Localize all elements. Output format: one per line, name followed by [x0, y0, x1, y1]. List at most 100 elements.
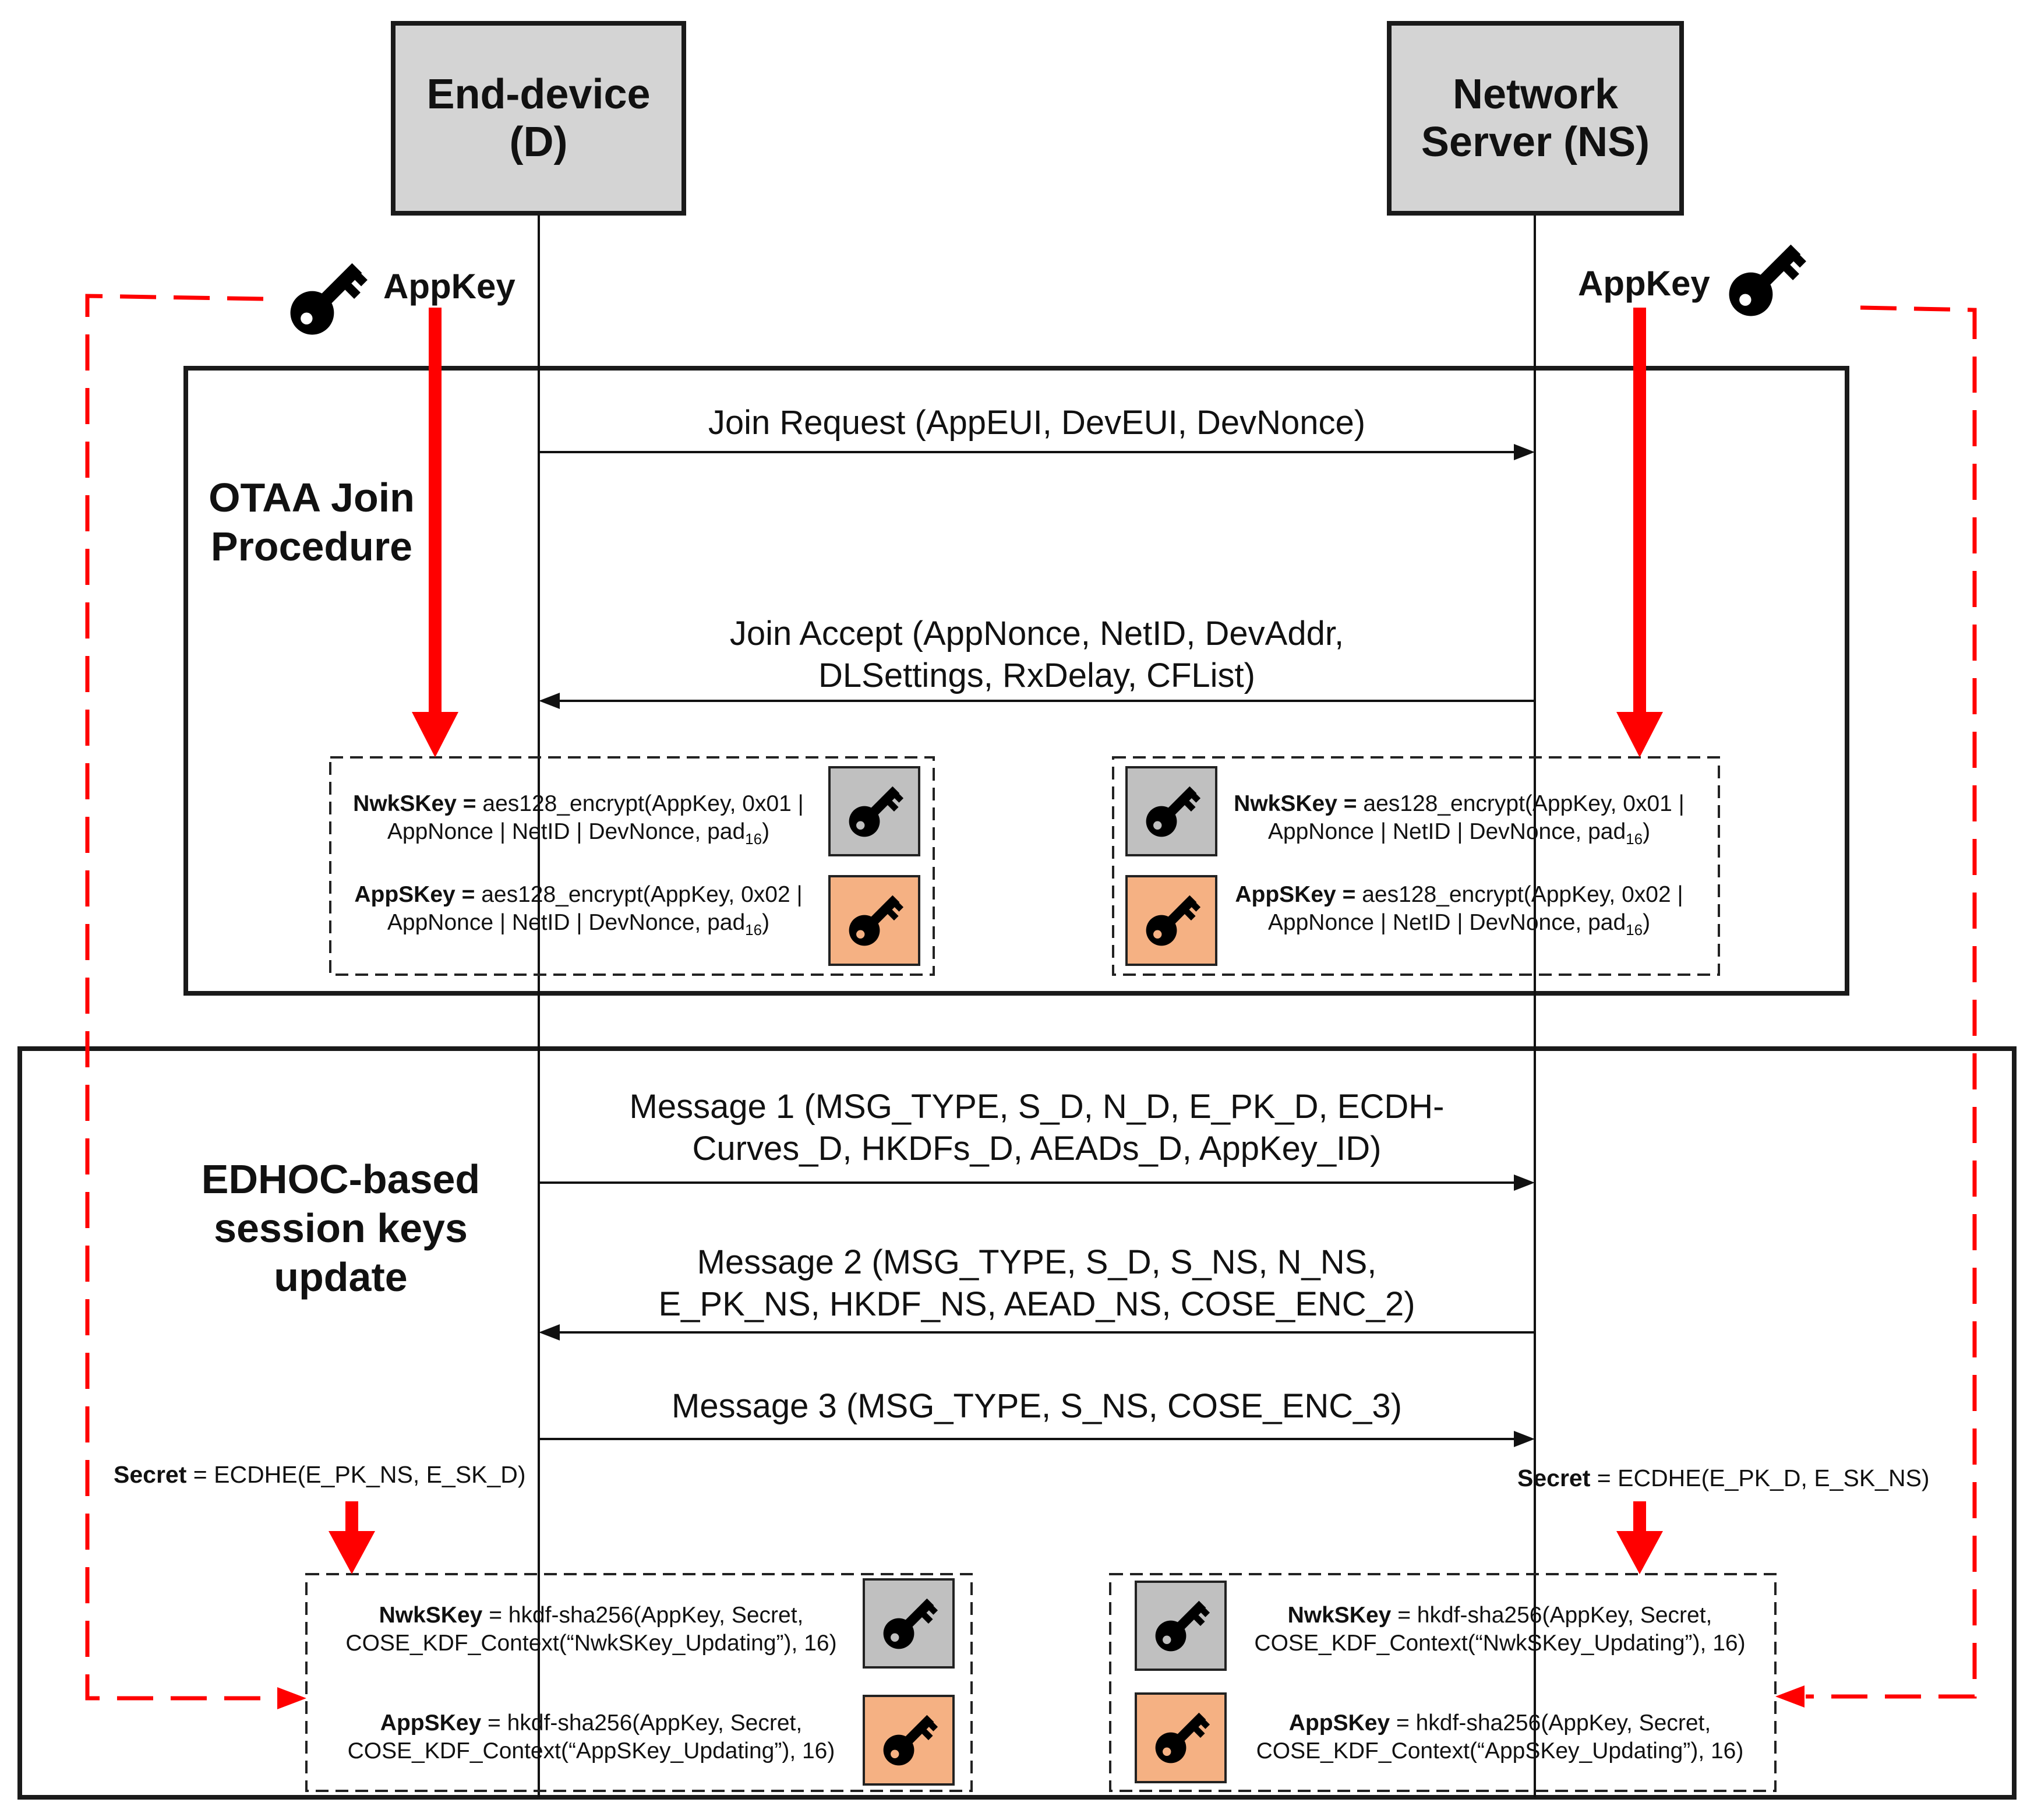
server-actor-box: Network Server (NS) [1387, 21, 1684, 216]
edhoc-server-keys-box [1109, 1573, 1777, 1792]
otaa-device-nwkskey-formula: NwkSKey = aes128_encrypt(AppKey, 0x01 | … [337, 790, 820, 853]
edhoc-title: EDHOC-based session keys update [201, 1156, 481, 1300]
equals-sign: = [1336, 882, 1362, 907]
red-arrow-left-secret [329, 1501, 375, 1574]
nwkskey-tile-otaa-server [1125, 766, 1217, 856]
key-icon [1146, 786, 1201, 837]
nwkskey-tile-edhoc-device [863, 1578, 955, 1669]
join-request-arrow [539, 444, 1535, 460]
nwkskey-name: NwkSKey [353, 791, 457, 816]
appskey-tile-edhoc-device [863, 1695, 955, 1786]
join-accept-arrow [539, 693, 1535, 709]
appskey-expr-line2: COSE_KDF_Context(“AppSKey_Updating”), 16… [1256, 1738, 1744, 1763]
device-actor-box: End-device (D) [391, 21, 686, 216]
edhoc-frame [17, 1046, 2017, 1800]
secret-left-formula: Secret = ECDHE(E_PK_NS, E_SK_D) [114, 1461, 526, 1489]
secret-right-formula: Secret = ECDHE(E_PK_D, E_SK_NS) [1517, 1465, 1930, 1492]
appskey-expr-line1: aes128_encrypt(AppKey, 0x02 | [481, 882, 803, 907]
nwkskey-expr-line2: AppNonce | NetID | DevNonce, pad [387, 819, 746, 844]
message2-label: Message 2 (MSG_TYPE, S_D, S_NS, N_NS, E_… [658, 1243, 1415, 1323]
appskey-name: AppSKey [1288, 1710, 1390, 1736]
otaa-title: OTAA Join Procedure [209, 475, 415, 569]
secret-name: Secret [114, 1461, 187, 1488]
secret-name: Secret [1517, 1465, 1591, 1491]
close-paren: ) [762, 910, 770, 935]
appskey-expr-line2: AppNonce | NetID | DevNonce, pad [387, 910, 746, 935]
otaa-frame [183, 366, 1849, 996]
secret-right-expr: ECDHE(E_PK_D, E_SK_NS) [1618, 1465, 1930, 1491]
pad-subscript: 16 [1626, 830, 1643, 848]
equals-sign: = [1337, 791, 1364, 816]
nwkskey-expr-line1: aes128_encrypt(AppKey, 0x01 | [482, 791, 804, 816]
message1-label: Message 1 (MSG_TYPE, S_D, N_D, E_PK_D, E… [629, 1088, 1445, 1168]
appskey-expr-line1: aes128_encrypt(AppKey, 0x02 | [1362, 882, 1683, 907]
equals-sign: = [456, 791, 483, 816]
key-icon [1155, 1712, 1210, 1763]
edhoc-device-appskey-formula: AppSKey = hkdf-sha256(AppKey, Secret, CO… [315, 1709, 868, 1765]
nwkskey-name: NwkSKey [1234, 791, 1337, 816]
key-icon [1146, 895, 1201, 946]
otaa-server-appskey-formula: AppSKey = aes128_encrypt(AppKey, 0x02 | … [1217, 881, 1701, 944]
pad-subscript: 16 [1626, 920, 1643, 939]
appkey-right-label: AppKey [1578, 264, 1710, 303]
appskey-tile-otaa-device [828, 875, 920, 966]
pad-subscript: 16 [745, 830, 762, 848]
close-paren: ) [762, 819, 770, 844]
close-paren: ) [1643, 819, 1651, 844]
red-arrow-right-appkey [1616, 308, 1663, 757]
red-dashed-path-right [1775, 305, 1977, 1708]
nwkskey-expr-line2: AppNonce | NetID | DevNonce, pad [1267, 819, 1626, 844]
nwkskey-expr-line1: aes128_encrypt(AppKey, 0x01 | [1363, 791, 1685, 816]
nwkskey-tile-edhoc-server [1135, 1581, 1227, 1671]
appskey-expr-line1: = hkdf-sha256(AppKey, Secret, [481, 1710, 803, 1736]
nwkskey-expr-line2: COSE_KDF_Context(“NwkSKey_Updating”), 16… [345, 1631, 837, 1656]
equals-sign: = [455, 882, 482, 907]
appskey-expr-line2: AppNonce | NetID | DevNonce, pad [1267, 910, 1626, 935]
message3-label: Message 3 (MSG_TYPE, S_NS, COSE_ENC_3) [672, 1387, 1402, 1425]
message1-arrow [539, 1174, 1535, 1191]
server-actor-label: Network Server (NS) [1421, 71, 1650, 165]
message2-arrow [539, 1324, 1535, 1341]
key-icon [1155, 1600, 1210, 1651]
edhoc-device-nwkskey-formula: NwkSKey = hkdf-sha256(AppKey, Secret, CO… [315, 1602, 868, 1657]
appkey-left-label: AppKey [383, 267, 515, 306]
otaa-server-keys-box [1112, 756, 1720, 976]
appskey-name: AppSKey [354, 882, 455, 907]
appskey-name: AppSKey [1235, 882, 1336, 907]
nwkskey-expr-line1: = hkdf-sha256(AppKey, Secret, [482, 1603, 804, 1628]
nwkskey-expr-line2: COSE_KDF_Context(“NwkSKey_Updating”), 16… [1254, 1631, 1746, 1656]
otaa-server-nwkskey-formula: NwkSKey = aes128_encrypt(AppKey, 0x01 | … [1217, 790, 1701, 853]
nwkskey-tile-otaa-device [828, 766, 920, 856]
equals-sign: = [1590, 1465, 1618, 1491]
appskey-expr-line2: COSE_KDF_Context(“AppSKey_Updating”), 16… [347, 1738, 835, 1763]
red-arrow-right-secret [1616, 1501, 1663, 1574]
device-actor-label: End-device (D) [426, 71, 651, 165]
pad-subscript: 16 [745, 920, 762, 939]
edhoc-server-appskey-formula: AppSKey = hkdf-sha256(AppKey, Secret, CO… [1229, 1709, 1771, 1765]
key-icon [271, 249, 382, 348]
nwkskey-expr-line1: = hkdf-sha256(AppKey, Secret, [1391, 1603, 1712, 1628]
edhoc-device-keys-box [305, 1573, 973, 1792]
edhoc-server-nwkskey-formula: NwkSKey = hkdf-sha256(AppKey, Secret, CO… [1229, 1602, 1771, 1657]
appskey-expr-line1: = hkdf-sha256(AppKey, Secret, [1390, 1710, 1711, 1736]
nwkskey-name: NwkSKey [1287, 1603, 1392, 1628]
appskey-tile-edhoc-server [1135, 1692, 1227, 1783]
join-accept-label: Join Accept (AppNonce, NetID, DevAddr, D… [729, 615, 1344, 694]
join-request-label: Join Request (AppEUI, DevEUI, DevNonce) [708, 404, 1366, 442]
appskey-tile-otaa-server [1125, 875, 1217, 966]
red-dashed-path-left [85, 294, 306, 1709]
otaa-device-keys-box [329, 756, 935, 976]
key-icon [849, 895, 904, 946]
red-arrow-left-appkey [412, 308, 458, 757]
key-icon [1710, 231, 1820, 330]
key-icon [883, 1715, 938, 1766]
close-paren: ) [1643, 910, 1651, 935]
equals-sign: = [186, 1461, 214, 1488]
message3-arrow [539, 1431, 1535, 1447]
appskey-name: AppSKey [380, 1710, 482, 1736]
key-icon [883, 1598, 938, 1649]
otaa-device-appskey-formula: AppSKey = aes128_encrypt(AppKey, 0x02 | … [337, 881, 820, 944]
nwkskey-name: NwkSKey [379, 1603, 483, 1628]
key-icon [849, 786, 904, 837]
